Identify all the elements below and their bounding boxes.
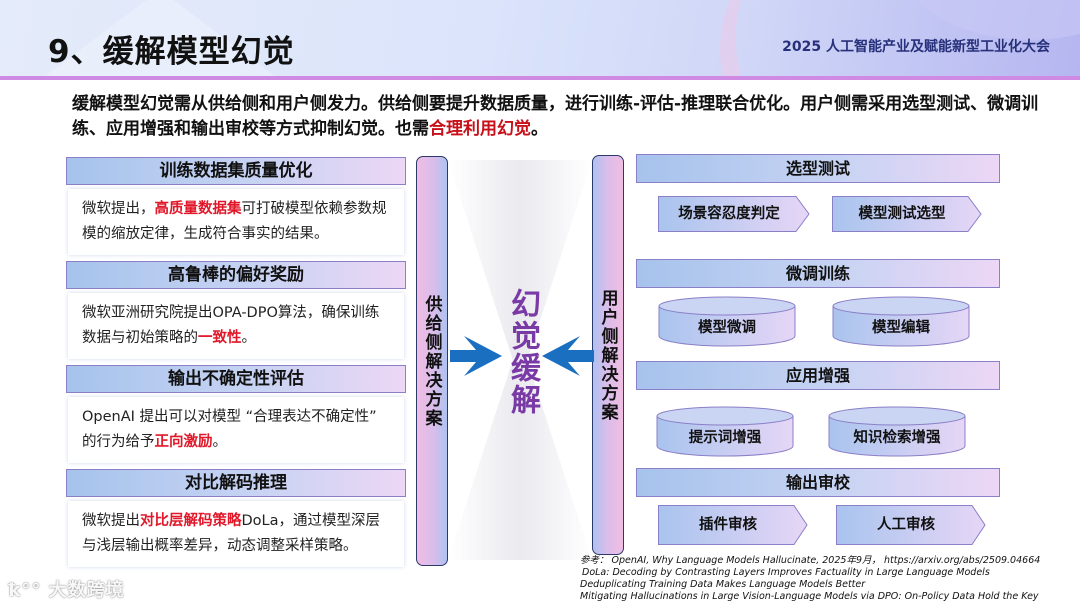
- body-highlight: 一致性: [198, 330, 242, 346]
- intro-text: 缓解模型幻觉需从供给侧和用户侧发力。供给侧要提升数据质量，进行训练-评估-推理联…: [72, 94, 1039, 139]
- reference-line: DoLa: Decoding by Contrasting Layers Imp…: [582, 567, 990, 578]
- conference-name: 2025 人工智能产业及赋能新型工业化大会: [782, 39, 1050, 55]
- header-banner: [0, 0, 1080, 76]
- body-text: 微软提出: [82, 513, 140, 529]
- cylinder-item: 模型编辑: [832, 296, 970, 348]
- hallucination-mitigation-label: 幻觉缓解: [505, 288, 540, 416]
- body-text: 微软亚洲研究院提出OPA-DPO算法，确保训练数据与初始策略的: [82, 305, 380, 346]
- chevron-step: 插件审核: [658, 505, 808, 545]
- section-title: 对比解码推理: [66, 469, 406, 497]
- section-title: 输出不确定性评估: [66, 365, 406, 393]
- section-title: 输出审校: [636, 468, 1000, 497]
- section-title: 高鲁棒的偏好奖励: [66, 261, 406, 289]
- section-body: 微软提出对比层解码策略DoLa，通过模型深层与浅层输出概率差异，动态调整采样策略…: [68, 501, 404, 567]
- item-label: 模型微调: [698, 320, 756, 336]
- arrow-left-icon: [542, 336, 594, 376]
- watermark-icon: ꝁ°°: [8, 580, 49, 601]
- item-label: 提示词增强: [688, 430, 762, 446]
- cylinder-item: 提示词增强: [656, 406, 794, 458]
- page-title: 9、缓解模型幻觉: [48, 34, 295, 70]
- step-label: 场景容忍度判定: [678, 206, 780, 222]
- user-side-bar: 用户侧解决方案: [592, 155, 624, 555]
- section-title: 选型测试: [636, 154, 1000, 183]
- section-title: 应用增强: [636, 361, 1000, 390]
- supply-side-label: 供给侧解决方案: [421, 294, 442, 428]
- supply-section: 训练数据集质量优化 微软提出，高质量数据集可打破模型依赖参数规模的缩放定律，生成…: [66, 157, 406, 255]
- reference-line: Deduplicating Training Data Makes Langua…: [580, 579, 866, 590]
- body-text: 。: [241, 330, 257, 346]
- item-label: 知识检索增强: [853, 430, 941, 446]
- supply-side-bar: 供给侧解决方案: [416, 156, 448, 566]
- body-highlight: 正向激励: [154, 434, 213, 450]
- body-highlight: 对比层解码策略: [140, 513, 242, 529]
- chevron-step: 人工审核: [836, 505, 986, 545]
- step-label: 模型测试选型: [858, 206, 946, 222]
- section-body: OpenAI 提出可以对模型 “合理表达不确定性” 的行为给予正向激励。: [68, 397, 404, 463]
- section-body: 微软提出，高质量数据集可打破模型依赖参数规模的缩放定律，生成符合事实的结果。: [68, 189, 404, 255]
- section-title: 训练数据集质量优化: [66, 157, 406, 185]
- watermark-text: 大数跨境: [48, 580, 125, 601]
- decor-triangle: [40, 0, 280, 76]
- cylinder-item: 模型微调: [658, 296, 796, 348]
- header-divider: [0, 76, 1080, 80]
- step-label: 插件审核: [699, 517, 757, 533]
- cylinder-item: 知识检索增强: [828, 406, 966, 458]
- intro-end: 。: [531, 119, 548, 139]
- chevron-step: 模型测试选型: [832, 196, 982, 232]
- supply-section: 高鲁棒的偏好奖励 微软亚洲研究院提出OPA-DPO算法，确保训练数据与初始策略的…: [66, 261, 406, 359]
- section-title: 微调训练: [636, 259, 1000, 288]
- reference-line: Mitigating Hallucinations in Large Visio…: [580, 591, 1039, 602]
- user-side-label: 用户侧解决方案: [597, 288, 618, 422]
- body-text: 微软提出，: [82, 201, 155, 217]
- item-label: 模型编辑: [872, 320, 930, 336]
- body-text: OpenAI 提出可以对模型 “合理表达不确定性” 的行为给予: [82, 409, 377, 450]
- reference-line: 参考： OpenAI, Why Language Models Hallucin…: [580, 555, 1041, 566]
- supply-section: 输出不确定性评估 OpenAI 提出可以对模型 “合理表达不确定性” 的行为给予…: [66, 365, 406, 463]
- body-text: DoLa，通过模型深层与浅层输出概率差异，动态调整采样策略。: [82, 513, 380, 554]
- references: 参考： OpenAI, Why Language Models Hallucin…: [580, 555, 1080, 603]
- step-label: 人工审核: [877, 517, 935, 533]
- arrow-right-icon: [450, 336, 502, 376]
- intro-highlight: 合理利用幻觉: [429, 119, 531, 139]
- body-text: 可打破模型依赖参数规模的缩放定律，生成符合事实的结果。: [82, 201, 387, 242]
- chevron-step: 场景容忍度判定: [658, 196, 810, 232]
- body-highlight: 高质量数据集: [154, 201, 242, 217]
- body-text: 。: [212, 434, 228, 450]
- supply-section: 对比解码推理 微软提出对比层解码策略DoLa，通过模型深层与浅层输出概率差异，动…: [66, 469, 406, 567]
- section-body: 微软亚洲研究院提出OPA-DPO算法，确保训练数据与初始策略的一致性。: [68, 293, 404, 359]
- watermark-logo: ꝁ°° 大数跨境: [8, 576, 125, 602]
- supply-side-column: 训练数据集质量优化 微软提出，高质量数据集可打破模型依赖参数规模的缩放定律，生成…: [66, 157, 406, 573]
- intro-paragraph: 缓解模型幻觉需从供给侧和用户侧发力。供给侧要提升数据质量，进行训练-评估-推理联…: [72, 92, 1072, 142]
